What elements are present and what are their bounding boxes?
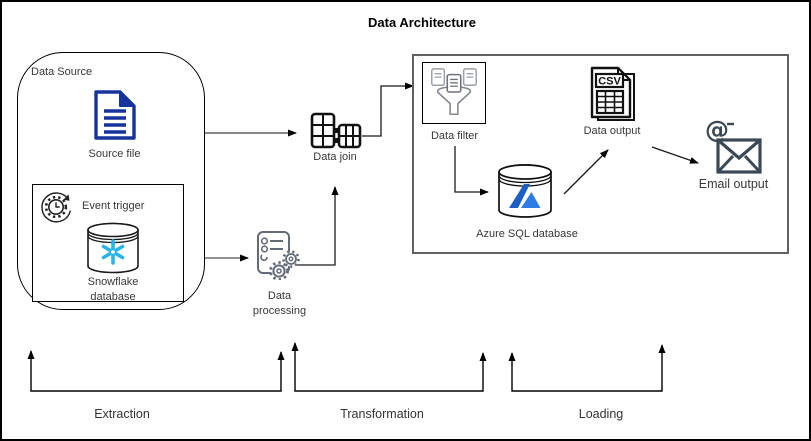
stage-label-transformation: Transformation — [340, 407, 424, 421]
stage-label-extraction: Extraction — [94, 407, 150, 421]
bracket-loading — [508, 344, 666, 392]
arrow-processing-to-datajoin — [297, 186, 339, 266]
data-source-label: Data Source — [31, 66, 93, 78]
data-join-icon — [310, 112, 362, 149]
snowflake-database-icon — [87, 222, 139, 274]
snowflake-database-label-2: database — [90, 291, 136, 303]
data-output-csv-icon: CSV — [590, 66, 635, 121]
email-output-label: Email output — [698, 177, 769, 191]
source-file-icon — [94, 90, 136, 140]
email-output-icon: @ — [705, 116, 762, 174]
data-filter-label: Data filter — [430, 130, 479, 142]
snowflake-database-label-1: Snowflake — [87, 276, 139, 288]
data-processing-label-1: Data — [267, 290, 292, 302]
data-processing-icon — [257, 231, 300, 280]
data-join-label: Data join — [313, 151, 357, 163]
azure-sql-database-label: Azure SQL database — [476, 228, 578, 240]
bracket-extraction — [27, 350, 285, 392]
pipeline-container-box — [412, 54, 789, 254]
bracket-transformation — [291, 342, 487, 392]
azure-logo-right — [521, 192, 541, 208]
email-at-symbol: @ — [705, 116, 729, 144]
data-output-label: Data output — [583, 125, 641, 137]
event-trigger-icon — [41, 192, 72, 223]
azure-sql-database-icon — [498, 164, 552, 218]
csv-file-type-text: CSV — [598, 76, 621, 88]
stage-label-loading: Loading — [578, 407, 624, 421]
event-trigger-label: Event trigger — [82, 200, 145, 212]
source-file-label: Source file — [88, 148, 141, 160]
data-filter-icon — [431, 68, 477, 116]
arrow-datajoin-to-filter — [362, 82, 414, 137]
data-processing-label-2: processing — [252, 305, 307, 317]
page-title: Data Architecture — [368, 15, 476, 30]
azure-logo-left — [509, 184, 530, 208]
